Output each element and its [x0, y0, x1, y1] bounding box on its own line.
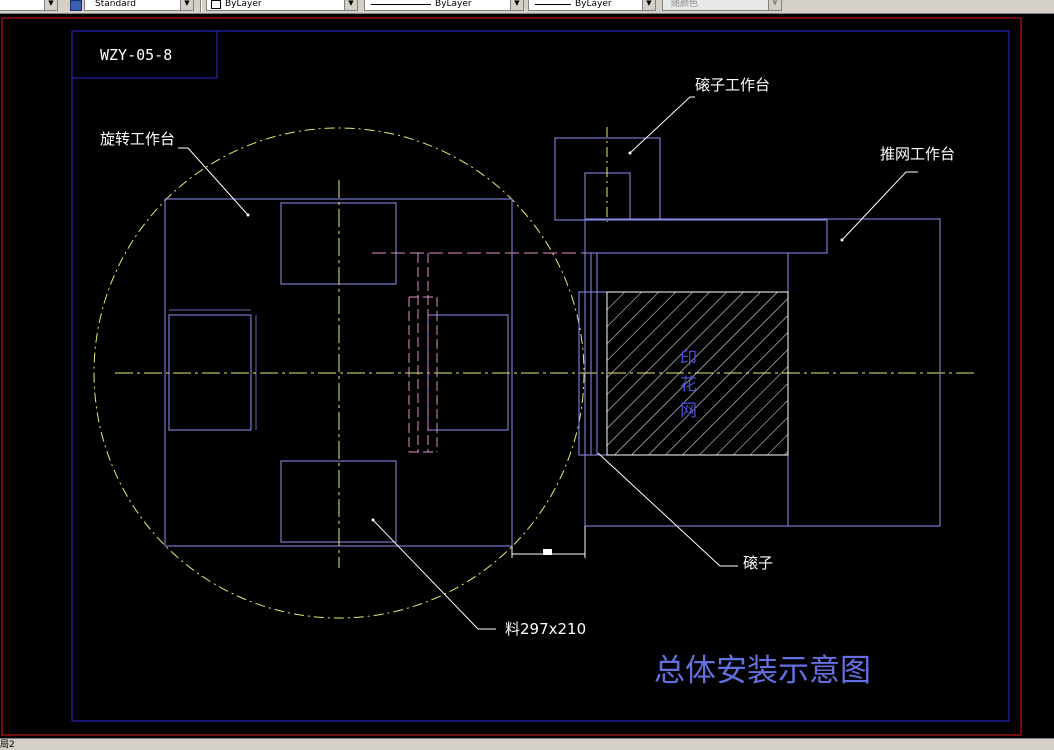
label-squeegee: 磙子 — [743, 554, 773, 572]
text-style-combo-left[interactable]: ▼ — [0, 0, 58, 11]
printing-screen-label-1: 印 — [680, 349, 697, 369]
label-material: 料297x210 — [505, 620, 586, 638]
push-beam — [584, 219, 828, 254]
chevron-down-icon: ▼ — [768, 0, 781, 10]
tab-layout2[interactable]: 局2 — [0, 740, 15, 750]
text-style-icon[interactable] — [70, 0, 82, 11]
printing-screen-label-2: 花 — [680, 375, 697, 395]
chevron-down-icon[interactable]: ▼ — [180, 0, 193, 10]
leader-dot — [371, 518, 375, 522]
leader-dot — [246, 213, 250, 217]
drawing-frame — [71, 30, 1010, 722]
chevron-down-icon[interactable]: ▼ — [344, 0, 357, 10]
plotstyle-value: 随颜色 — [671, 0, 699, 9]
layer-color-swatch — [211, 0, 221, 9]
leader-dot — [840, 238, 844, 242]
chevron-down-icon[interactable]: ▼ — [44, 0, 57, 10]
lineweight-preview — [535, 4, 571, 5]
drawing-number: WZY-05-8 — [100, 46, 172, 64]
plotstyle-dropdown: 随颜色 ▼ — [662, 0, 782, 11]
text-style-dropdown[interactable]: Standard ▼ — [84, 0, 194, 11]
drawing-canvas[interactable]: WZY-05-8 印 花 网 — [0, 13, 1054, 738]
chevron-down-icon[interactable]: ▼ — [510, 0, 523, 10]
printing-screen-label-3: 网 — [680, 401, 697, 421]
printing-screen-hatch — [606, 291, 789, 456]
label-squeegee-table: 磙子工作台 — [695, 76, 770, 94]
leader-dot — [628, 151, 632, 155]
layer-value: ByLayer — [225, 0, 262, 9]
properties-toolbar: ▼ Standard ▼ ByLayer ▼ ByLayer ▼ ByLayer… — [0, 0, 1054, 14]
paper-border — [1, 17, 1022, 736]
layout-tab-strip: 局2 — [0, 738, 1054, 750]
text-style-value: Standard — [95, 0, 136, 9]
toolbar-separator — [200, 0, 202, 12]
linetype-value: ByLayer — [435, 0, 472, 9]
chevron-down-icon[interactable]: ▼ — [642, 0, 655, 10]
lineweight-dropdown[interactable]: ByLayer ▼ — [528, 0, 656, 11]
drawing-number-box — [71, 30, 218, 79]
leader-lines — [178, 96, 918, 630]
linetype-preview — [371, 4, 431, 5]
label-rotary-table: 旋转工作台 — [100, 130, 175, 148]
linetype-dropdown[interactable]: ByLayer ▼ — [364, 0, 524, 11]
squeegee-hidden-outline — [408, 253, 438, 453]
label-push-screen-table: 推网工作台 — [880, 145, 955, 163]
drawing-title: 总体安装示意图 — [654, 653, 871, 689]
lineweight-value: ByLayer — [575, 0, 612, 9]
layer-dropdown[interactable]: ByLayer ▼ — [206, 0, 358, 11]
gap-dimension-text — [543, 549, 552, 555]
